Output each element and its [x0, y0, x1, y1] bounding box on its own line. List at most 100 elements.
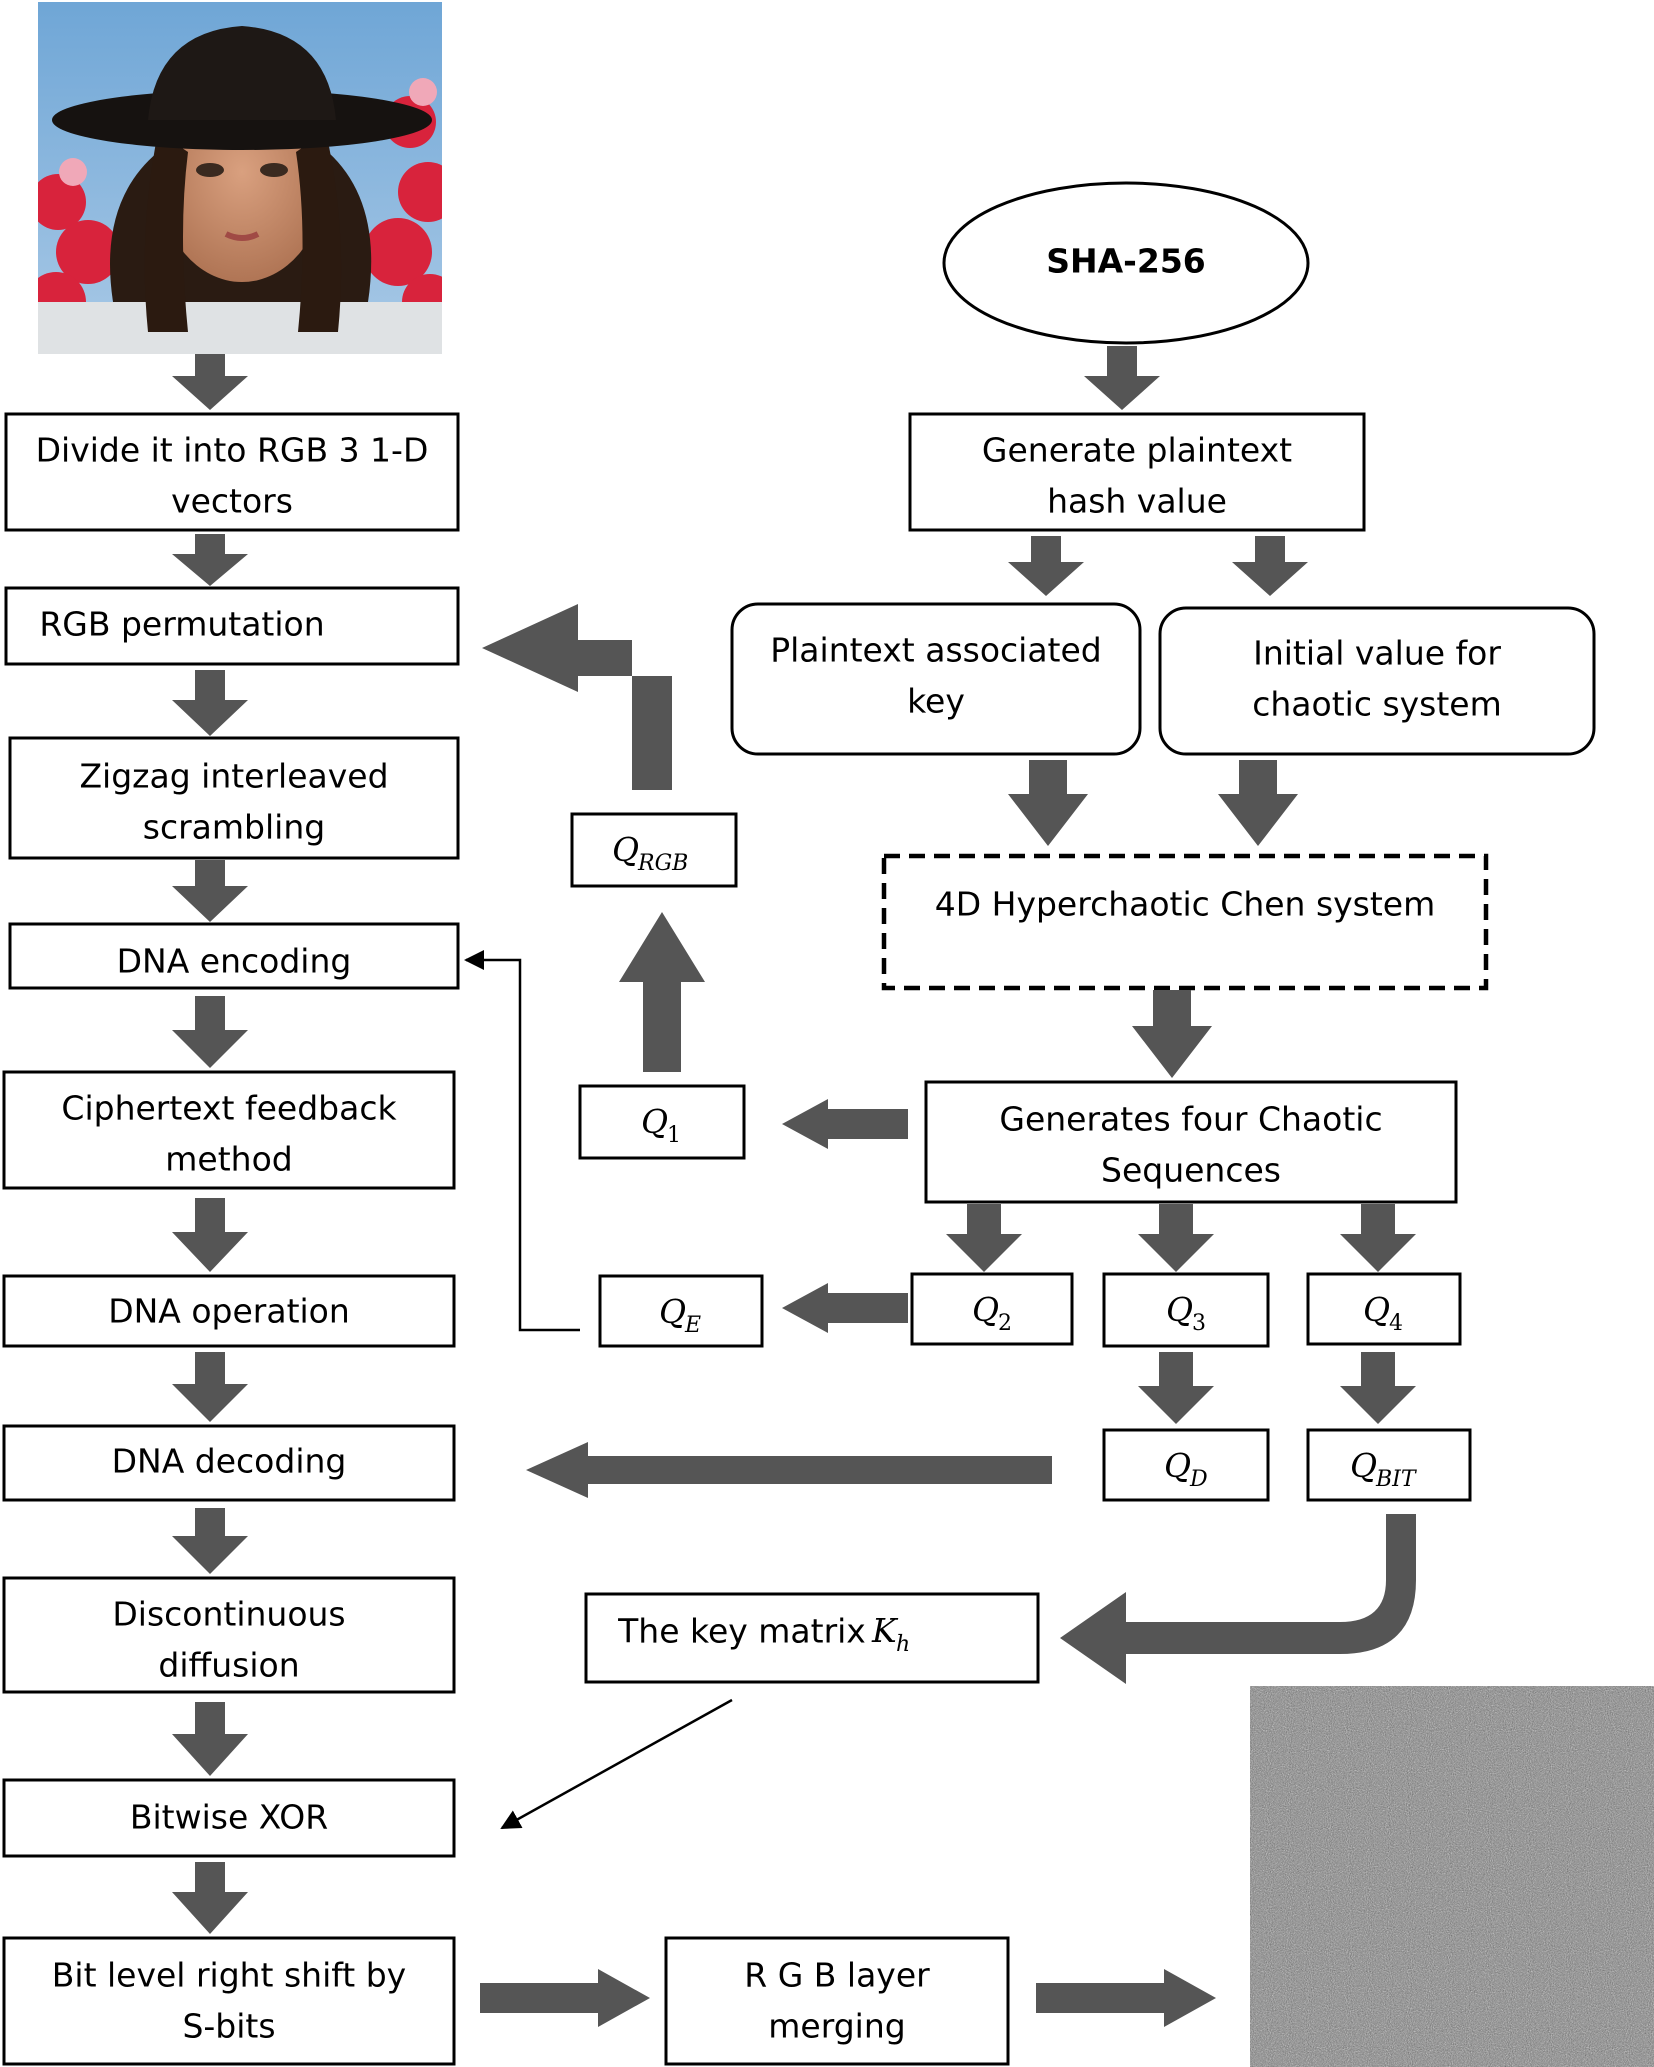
generate-hash-label-line2: hash value [1047, 482, 1227, 521]
arrow-q3-to-q-d [1138, 1352, 1214, 1424]
dna-decoding-box: DNA decoding [2, 1424, 456, 1502]
generate-sequences-label-line2: Sequences [1101, 1151, 1281, 1190]
q1-box: Q 1 [578, 1084, 746, 1160]
q-e-subscript: E [684, 1313, 701, 1338]
q3-symbol: Q [1166, 1290, 1193, 1329]
discontinuous-diffusion-box: Discontinuous diffusion [2, 1576, 456, 1694]
arrow-xor-to-shift [172, 1862, 248, 1934]
q2-symbol: Q [972, 1290, 999, 1329]
key-matrix-to-xor-line [500, 1698, 733, 1830]
q-bit-symbol: Q [1350, 1446, 1377, 1485]
q-rgb-box: Q RGB [570, 812, 738, 888]
q-d-symbol: Q [1164, 1446, 1191, 1485]
plaintext-key-box: Plaintext associated key [730, 602, 1142, 756]
arrow-sequences-to-q2 [946, 1204, 1022, 1272]
arrow-merging-to-output [1036, 1969, 1216, 2027]
plaintext-key-label-line1: Plaintext associated [770, 631, 1102, 670]
q-bit-subscript: BIT [1375, 1467, 1418, 1492]
arrow-decoding-to-diffusion [172, 1508, 248, 1574]
q4-box: Q 4 [1306, 1272, 1462, 1346]
q2-subscript: 2 [998, 1311, 1012, 1336]
arrow-image-to-divide [172, 354, 248, 410]
arrow-dna-operation-to-decoding [172, 1352, 248, 1422]
dna-decoding-label: DNA decoding [112, 1442, 347, 1481]
key-matrix-label: The key matrix [617, 1612, 866, 1651]
dna-operation-box: DNA operation [2, 1274, 456, 1348]
rgb-merging-label-line2: merging [768, 2007, 905, 2046]
q-e-box: Q E [598, 1274, 764, 1348]
zigzag-box: Zigzag interleaved scrambling [8, 736, 460, 860]
arrow-feedback-to-dna-operation [172, 1198, 248, 1272]
q1-symbol: Q [641, 1102, 668, 1141]
q-d-subscript: D [1189, 1467, 1208, 1492]
generate-sequences-label-line1: Generates four Chaotic [999, 1100, 1382, 1139]
arrow-q1-to-q-rgb [619, 912, 705, 1072]
arrow-chen-to-sequences [1132, 990, 1212, 1078]
arrow-q2-to-q-e [782, 1283, 908, 1333]
arrow-sequences-to-q1 [782, 1099, 908, 1149]
zigzag-label-line2: scrambling [143, 808, 325, 847]
q4-subscript: 4 [1389, 1311, 1403, 1336]
sha256-label: SHA-256 [1046, 242, 1206, 281]
q1-subscript: 1 [667, 1123, 681, 1148]
divide-label-line2: vectors [171, 482, 293, 521]
dna-operation-label: DNA operation [108, 1292, 350, 1331]
q2-box: Q 2 [910, 1272, 1074, 1346]
q-d-box: Q D [1102, 1428, 1270, 1502]
bitwise-xor-box: Bitwise XOR [2, 1778, 456, 1858]
plaintext-key-label-line2: key [907, 682, 965, 721]
q-rgb-subscript: RGB [637, 851, 688, 876]
arrow-shift-to-merging [480, 1969, 650, 2027]
q-rgb-to-permutation-arrow [482, 604, 672, 790]
arrow-hash-to-plaintext-key [1008, 536, 1084, 596]
arrow-dna-encoding-to-feedback [172, 996, 248, 1068]
chen-system-label: 4D Hyperchaotic Chen system [935, 885, 1436, 924]
sha256-ellipse: SHA-256 [942, 181, 1310, 345]
arrow-zigzag-to-dna-encoding [172, 860, 248, 922]
ciphertext-feedback-box: Ciphertext feedback method [2, 1070, 456, 1190]
arrow-diffusion-to-xor [172, 1702, 248, 1776]
initial-value-label-line2: chaotic system [1252, 685, 1502, 724]
divide-box: Divide it into RGB 3 1-D vectors [4, 412, 460, 532]
rgb-merging-label-line1: R G B layer [744, 1956, 930, 1995]
encrypted-output-image [1250, 1686, 1654, 2067]
q3-subscript: 3 [1192, 1311, 1206, 1336]
arrow-divide-to-permutation [172, 534, 248, 586]
generate-hash-label-line1: Generate plaintext [982, 431, 1292, 470]
arrow-initial-value-to-chen [1218, 760, 1298, 846]
q-e-to-dna-encoding-line [464, 950, 580, 1332]
bit-shift-box: Bit level right shift by S-bits [2, 1936, 456, 2066]
key-matrix-box: The key matrix K h [584, 1592, 1040, 1684]
arrow-sequences-to-q4 [1340, 1204, 1416, 1272]
dna-encoding-label: DNA encoding [117, 942, 352, 981]
rgb-merging-box: R G B layer merging [664, 1936, 1010, 2066]
dna-encoding-box: DNA encoding [8, 922, 460, 990]
q-rgb-symbol: Q [612, 830, 639, 869]
generate-hash-box: Generate plaintext hash value [908, 412, 1366, 532]
arrow-sha-to-hash [1084, 346, 1160, 410]
arrow-q4-to-q-bit [1340, 1352, 1416, 1424]
rgb-permutation-label: RGB permutation [39, 605, 324, 644]
key-matrix-symbol: K [871, 1611, 899, 1650]
arrow-q-d-to-dna-decoding [526, 1442, 1052, 1498]
arrow-plaintext-key-to-chen [1008, 760, 1088, 846]
q4-symbol: Q [1363, 1290, 1390, 1329]
bit-shift-label-line2: S-bits [182, 2007, 275, 2046]
initial-value-label-line1: Initial value for [1253, 634, 1501, 673]
arrow-sequences-to-q3 [1138, 1204, 1214, 1272]
zigzag-label-line1: Zigzag interleaved [79, 757, 388, 796]
chen-system-box: 4D Hyperchaotic Chen system [881, 853, 1489, 991]
key-matrix-subscript: h [896, 1632, 910, 1657]
block-arrows [172, 346, 1416, 2027]
q-e-symbol: Q [659, 1292, 686, 1331]
input-image [38, 2, 442, 354]
discontinuous-diffusion-label-line1: Discontinuous [112, 1595, 345, 1634]
rgb-permutation-box: RGB permutation [4, 586, 460, 666]
discontinuous-diffusion-label-line2: diffusion [158, 1646, 299, 1685]
q-bit-to-key-matrix-arrow [1060, 1514, 1416, 1684]
q-bit-box: Q BIT [1306, 1428, 1472, 1502]
ciphertext-feedback-label-line2: method [165, 1140, 292, 1179]
bit-shift-label-line1: Bit level right shift by [52, 1956, 406, 1995]
initial-value-box: Initial value for chaotic system [1158, 606, 1596, 756]
